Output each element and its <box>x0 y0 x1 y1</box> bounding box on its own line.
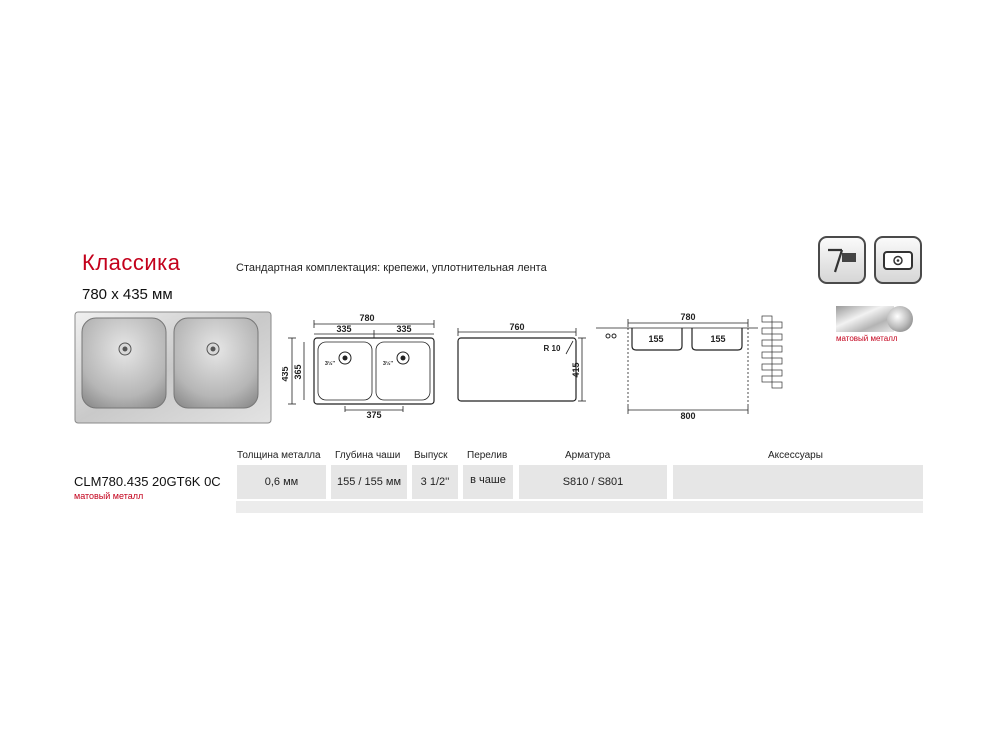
header-fittings: Арматура <box>565 450 611 461</box>
sink-photo <box>74 311 272 424</box>
value-outlet: 3 1/2'' <box>412 465 458 499</box>
model-code: CLM780.435 20GT6K 0C <box>74 474 221 489</box>
dim-section-width: 780 <box>680 312 695 322</box>
cutout-drawing: 760 R 10 415 <box>457 322 586 402</box>
finish-swatch-icon <box>836 306 913 332</box>
dim-cabinet-width: 800 <box>680 411 695 421</box>
dim-bowl1-depth: 155 <box>648 334 663 344</box>
header-thickness: Толщина металла <box>237 450 321 461</box>
value-overflow: в чаше <box>463 465 513 499</box>
dim-drain-right: 3½'' <box>383 360 394 367</box>
series-title: Классика <box>82 250 181 275</box>
header-accessories: Аксессуары <box>768 450 823 461</box>
value-fittings: S810 / S801 <box>519 465 667 499</box>
value-accessories <box>673 465 923 499</box>
dim-top-height: 435 <box>282 366 290 381</box>
dim-top-width: 780 <box>359 313 374 323</box>
standard-kit-text: Стандартная комплектация: крепежи, уплот… <box>236 262 547 274</box>
value-thickness: 0,6 мм <box>237 465 326 499</box>
dim-bowl2-depth: 155 <box>710 334 725 344</box>
dim-bowl1-width: 335 <box>336 324 351 334</box>
finish-label: матовый металл <box>836 334 898 343</box>
dim-cutout-width: 760 <box>509 322 524 332</box>
table-bottom-strip <box>236 501 923 513</box>
dim-cutout-radius: R 10 <box>544 344 561 353</box>
model-finish: матовый металл <box>74 491 144 501</box>
top-view-drawing: 780 335 335 435 365 3½'' 3½'' 375 <box>282 313 435 420</box>
header-depth: Глубина чаши <box>335 450 401 461</box>
bowl-drain-icon <box>874 236 922 284</box>
dim-inner-height: 365 <box>293 364 303 379</box>
product-size: 780 х 435 мм <box>82 286 173 303</box>
mounting-type-icon <box>818 236 866 284</box>
dim-drain-spacing: 375 <box>366 410 381 420</box>
value-depth: 155 / 155 мм <box>331 465 407 499</box>
header-outlet: Выпуск <box>414 450 448 461</box>
dim-bowl2-width: 335 <box>396 324 411 334</box>
header-overflow: Перелив <box>467 450 508 461</box>
dim-drain-left: 3½'' <box>325 360 336 367</box>
section-drawing: 780 155 155 800 <box>596 312 783 421</box>
dim-cutout-height: 415 <box>571 362 581 377</box>
